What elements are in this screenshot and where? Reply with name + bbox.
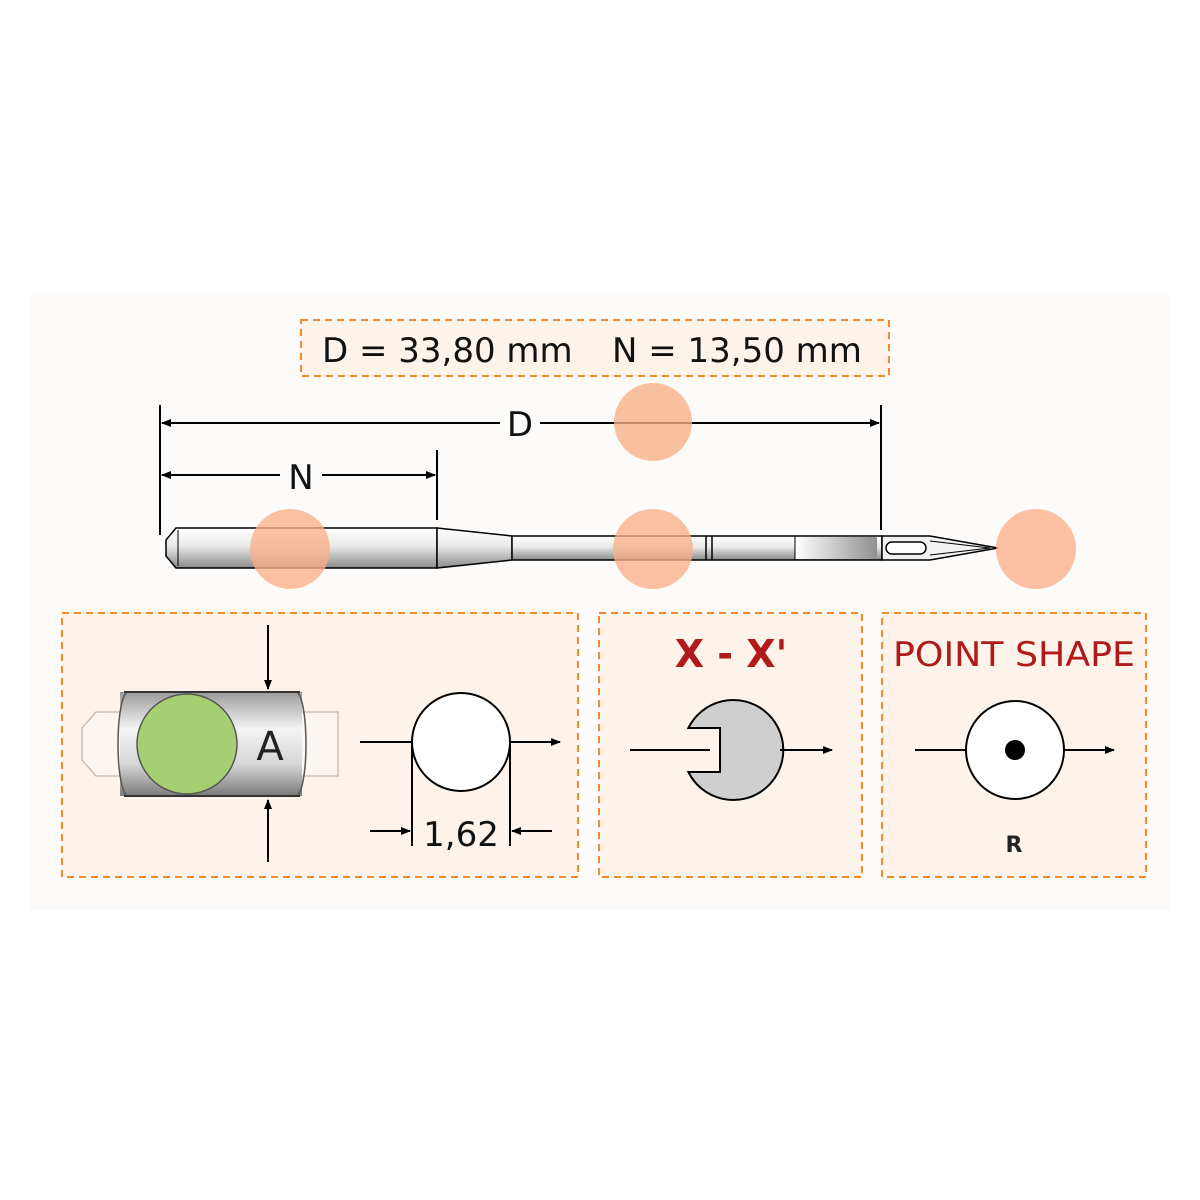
spec-box: D = 33,80 mm N = 13,50 mm (300, 319, 890, 377)
dimension-d-label: D (507, 405, 533, 445)
point-shape-panel: POINT SHAPE R (881, 612, 1147, 878)
point-shape-title: POINT SHAPE (893, 635, 1135, 675)
marker-point (996, 509, 1076, 589)
cross-section-panel: X - X' (598, 612, 863, 878)
shank-flat-circle (136, 693, 238, 795)
dimension-n (161, 450, 438, 520)
highlight-markers (250, 383, 1076, 589)
shank-label-a: A (256, 724, 284, 770)
marker-dimension-d (614, 383, 692, 461)
cross-section-shape (686, 699, 785, 801)
marker-shank (250, 509, 330, 589)
needle-eye (885, 541, 927, 555)
shank-diameter-value: 1,62 (423, 815, 499, 855)
marker-blade (613, 509, 693, 589)
needle (165, 527, 999, 569)
dimension-n-label: N (288, 458, 313, 498)
shank-diameter-circle (411, 692, 511, 792)
cross-section-title: X - X' (675, 632, 787, 676)
shank-panel: A 1,62 (61, 612, 579, 878)
spec-d-text: D = 33,80 mm (322, 331, 573, 371)
dimension-d (159, 405, 882, 535)
point-shape-dot (1005, 740, 1025, 760)
point-shape-code: R (1006, 833, 1023, 858)
spec-n-text: N = 13,50 mm (612, 331, 862, 371)
